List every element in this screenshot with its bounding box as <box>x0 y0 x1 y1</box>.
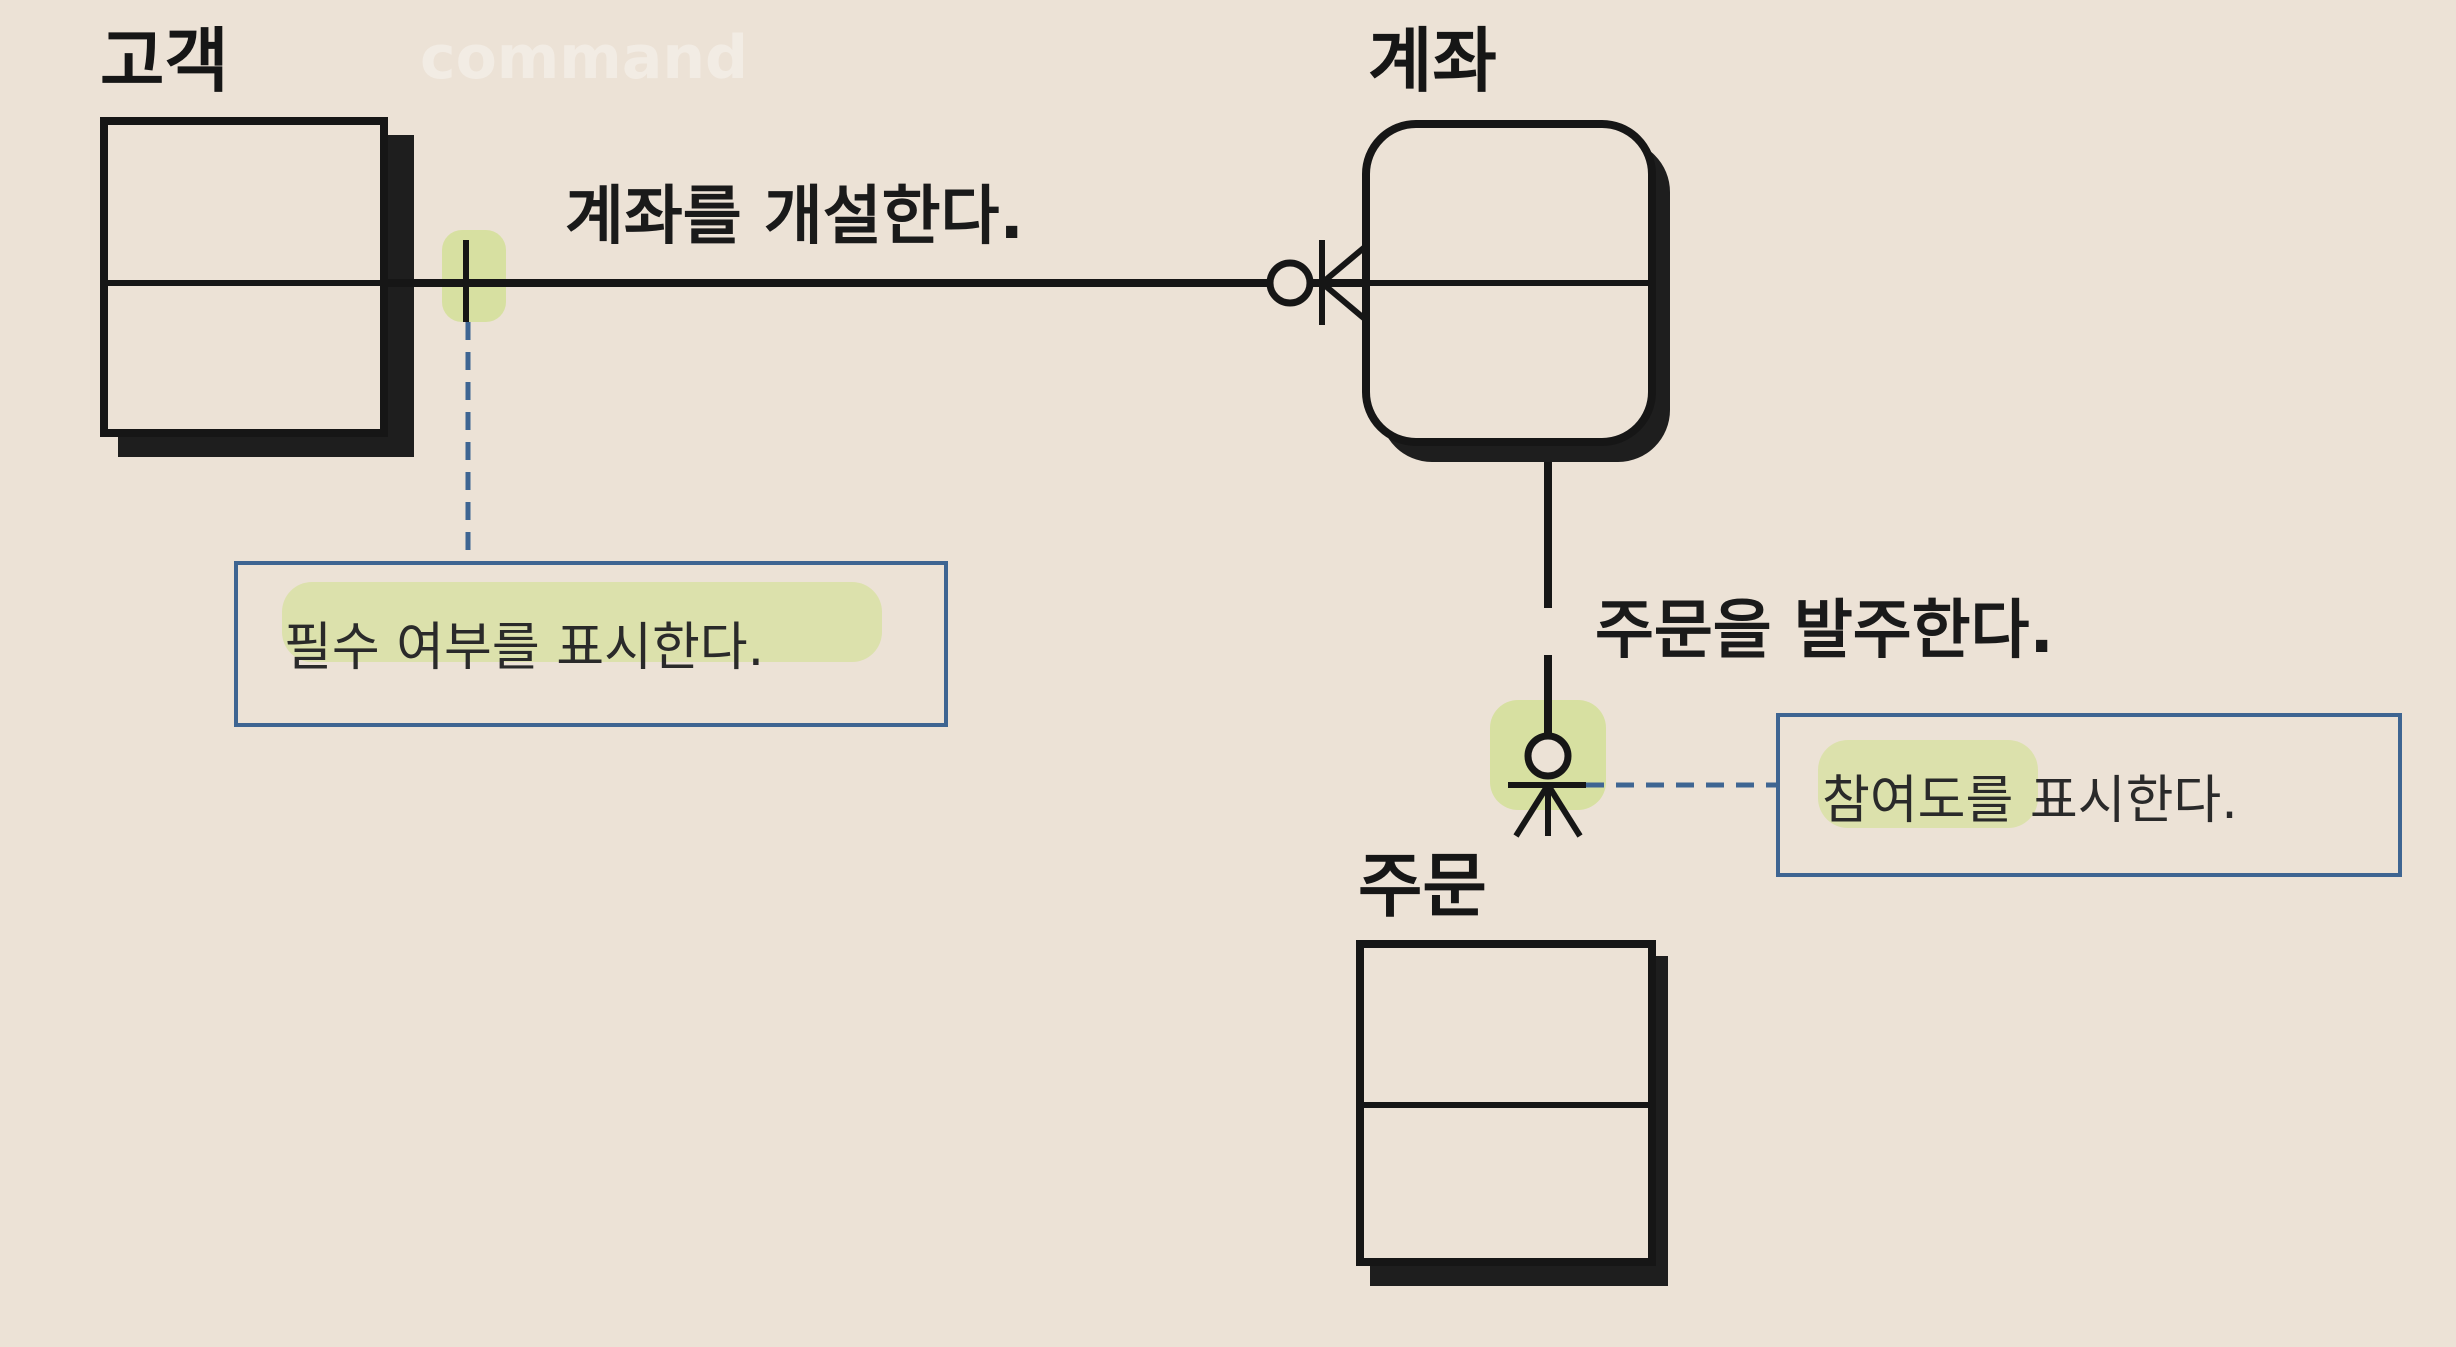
entity-customer[interactable]: 고객 <box>100 20 414 457</box>
relationship-place-order[interactable]: 주문을 발주한다. <box>1508 462 2054 838</box>
relationship-open-account[interactable]: 계좌를 개설한다. <box>384 180 1368 325</box>
entity-account-title: 계좌 <box>1368 20 1497 102</box>
note-participation-text: 참여도를 표시한다. <box>1822 771 2238 831</box>
entity-order[interactable]: 주문 <box>1356 845 1668 1286</box>
entity-customer-title: 고객 <box>100 20 229 102</box>
entity-customer-box <box>100 117 388 437</box>
note-participation-box <box>1776 713 2402 877</box>
crowfoot-lower-icon <box>1320 280 1368 323</box>
note-participation: 참여도를 표시한다. <box>1776 713 2402 877</box>
mandatory-note-highlight <box>282 582 882 662</box>
optional-circle-icon <box>1266 259 1314 307</box>
note-mandatory-box <box>234 561 948 727</box>
participation-circle-icon <box>1524 732 1572 780</box>
relationship-place-order-label: 주문을 발주한다. <box>1595 594 2054 668</box>
faint-background-text: command <box>420 23 748 93</box>
entity-account[interactable]: 계좌 <box>1362 20 1670 462</box>
participation-note-highlight <box>1818 740 2038 828</box>
crowfoot-upper-icon <box>1320 243 1368 286</box>
entity-order-title: 주문 <box>1358 845 1487 927</box>
note-mandatory: 필수 여부를 표시한다. <box>234 561 948 727</box>
relationship-open-account-label: 계좌를 개설한다. <box>565 180 1024 254</box>
crowfoot-right-icon <box>1545 783 1583 838</box>
crowfoot-left-icon <box>1513 783 1551 838</box>
mandatory-mark-highlight <box>442 230 506 322</box>
note-mandatory-text: 필수 여부를 표시한다. <box>284 618 764 678</box>
